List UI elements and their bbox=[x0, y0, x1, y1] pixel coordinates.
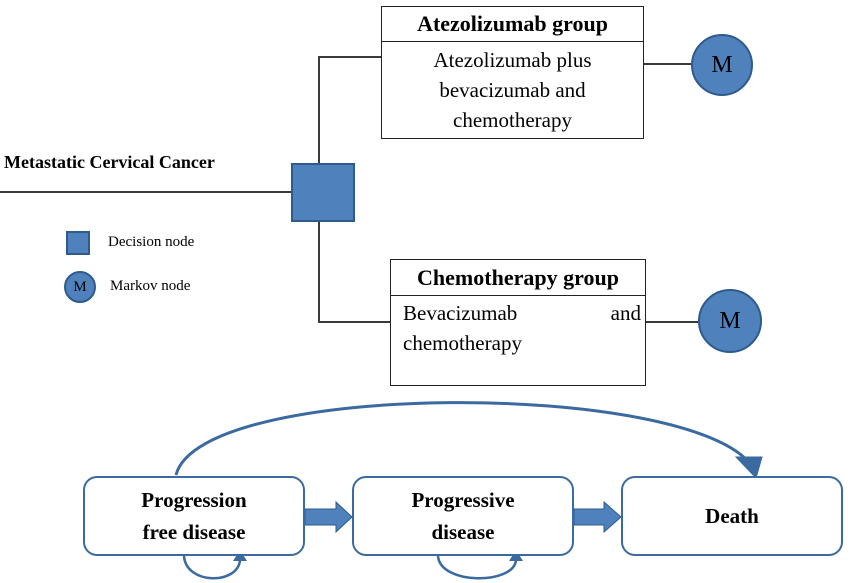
atezolizumab-group-desc: Atezolizumab plus bevacizumab and chemot… bbox=[382, 45, 643, 135]
branch-vertical-bottom bbox=[318, 222, 320, 322]
state-label-line: Death bbox=[705, 504, 759, 528]
branch-horizontal-bottom bbox=[318, 321, 391, 323]
markov-node-top: M bbox=[691, 34, 753, 96]
markov-node-label: M bbox=[711, 51, 733, 78]
arrow-pfd-to-pd bbox=[304, 500, 353, 534]
desc-line: chemotherapy bbox=[453, 108, 572, 132]
state-death: Death bbox=[621, 476, 843, 556]
root-line bbox=[0, 191, 292, 193]
root-label: Metastatic Cervical Cancer bbox=[4, 152, 215, 172]
state-progression-free-disease: Progression free disease bbox=[83, 476, 305, 556]
markov-node-label: M bbox=[719, 307, 741, 334]
markov-connector-bottom bbox=[646, 321, 698, 323]
state-label-line: free disease bbox=[142, 520, 246, 544]
arc-arrowhead bbox=[734, 456, 763, 479]
legend-markov-label: Markov node bbox=[110, 278, 191, 294]
chemotherapy-group-box: Chemotherapy group Bevacizumab and chemo… bbox=[390, 259, 646, 386]
desc-line: Atezolizumab plus bbox=[433, 48, 592, 72]
decision-node bbox=[291, 163, 355, 222]
legend-decision-icon bbox=[66, 231, 90, 255]
state-progressive-disease: Progressive disease bbox=[352, 476, 574, 556]
legend-markov-symbol: M bbox=[73, 278, 87, 295]
desc-line-left: Bevacizumab bbox=[403, 301, 518, 325]
self-loop-pfd bbox=[182, 555, 242, 580]
legend-markov-icon: M bbox=[64, 271, 96, 303]
atezolizumab-group-title: Atezolizumab group bbox=[382, 7, 643, 42]
state-label-line: Progressive bbox=[411, 488, 515, 512]
state-label-line: Progression bbox=[141, 488, 247, 512]
self-loop-pd bbox=[436, 555, 518, 580]
state-label-line: disease bbox=[431, 520, 495, 544]
atezolizumab-group-box: Atezolizumab group Atezolizumab plus bev… bbox=[381, 6, 644, 139]
branch-vertical-top bbox=[318, 56, 320, 164]
legend-decision-label: Decision node bbox=[108, 234, 195, 250]
chemotherapy-group-title: Chemotherapy group bbox=[391, 260, 645, 296]
desc-line: bevacizumab and bbox=[439, 78, 586, 102]
arrow-pd-to-death bbox=[573, 500, 622, 534]
markov-node-bottom: M bbox=[698, 289, 762, 353]
branch-horizontal-top bbox=[318, 56, 381, 58]
desc-line-right: and bbox=[610, 301, 641, 325]
arc-pfd-to-death bbox=[174, 401, 754, 476]
chemotherapy-group-desc: Bevacizumab and chemotherapy bbox=[403, 298, 641, 358]
markov-connector-top bbox=[643, 63, 691, 65]
desc-line: chemotherapy bbox=[403, 331, 522, 355]
